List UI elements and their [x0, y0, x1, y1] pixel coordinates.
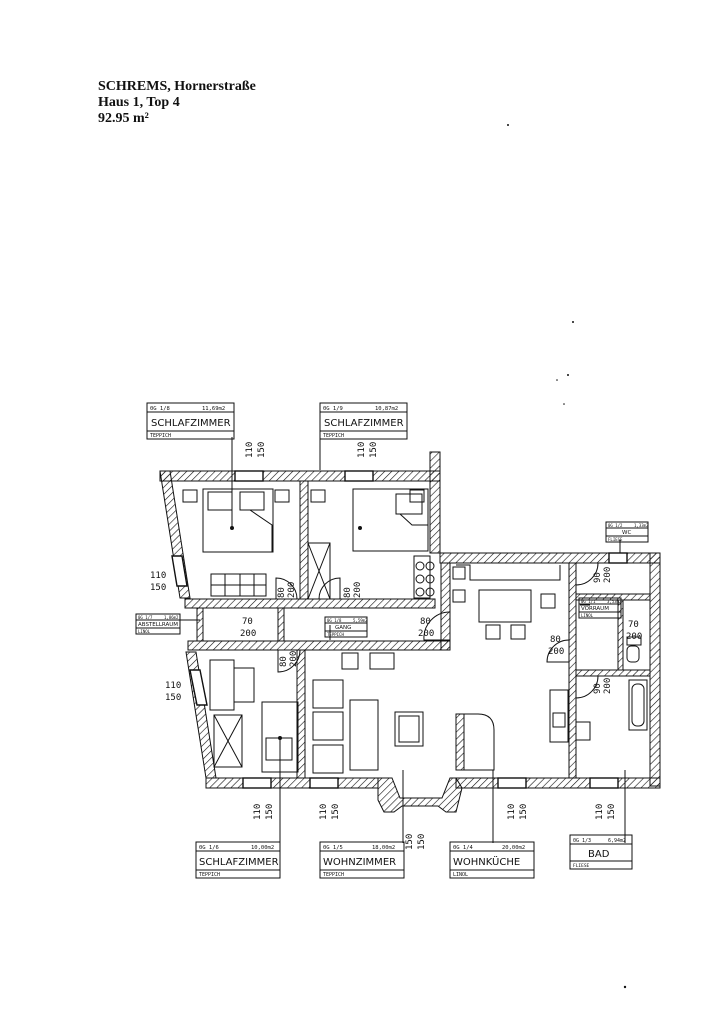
dim-90: 90 — [593, 572, 603, 583]
room-code: 0G 1/8 — [150, 406, 170, 412]
room-label-wohnkueche: 0G 1/4 20,00m2 WOHNKÜCHE LINOL — [449, 841, 535, 879]
dim-200: 200 — [289, 651, 299, 667]
room-floor: TEPPICH — [327, 632, 344, 637]
dim-110: 110 — [165, 681, 181, 691]
dim-150: 150 — [519, 804, 529, 820]
room-label-gang: 0G 1/8 5,59m2 GANG TEPPICH — [324, 616, 368, 638]
door-swings — [275, 562, 599, 699]
room-floor: LINOL — [581, 613, 594, 618]
room-area: 3,53m2 — [607, 599, 622, 604]
room-code: 0G 1/5 — [323, 845, 343, 851]
room-code: 0G 1/9 — [323, 406, 343, 412]
room-area: 6,94m2 — [608, 838, 626, 844]
room-floor: TEPPICH — [323, 872, 344, 878]
room-code: 0G 1/2 — [608, 523, 623, 528]
room-code: 0G 1/4 — [453, 845, 474, 851]
room-area: 10,87m2 — [375, 406, 398, 412]
address-line: SCHREMS, Hornerstraße — [98, 79, 256, 94]
room-area: 18,00m2 — [372, 845, 395, 851]
room-area: 11,69m2 — [202, 406, 225, 412]
room-label-schlafzimmer-1-6: 0G 1/6 10,00m2 SCHLAFZIMMER TEPPICH — [195, 841, 281, 879]
exterior-walls — [159, 451, 661, 813]
room-area: 1,86m2 — [164, 615, 179, 620]
dim-110: 110 — [595, 804, 605, 820]
room-name: VORRAUM — [581, 606, 609, 612]
room-code: 0G 1/3 — [573, 838, 591, 844]
room-label-vorraum: 0G 1/1 3,53m2 VORRAUM LINOL — [578, 597, 622, 619]
room-code: 0G 1/6 — [199, 845, 219, 851]
dim-110: 110 — [319, 804, 329, 820]
room-name: ABSTELLRAUM — [138, 622, 178, 628]
room-label-bad: 0G 1/3 6,94m2 BAD FLIESE — [569, 834, 633, 870]
room-name: BAD — [588, 849, 610, 860]
dim-110: 110 — [245, 442, 255, 458]
unit-line: Haus 1, Top 4 — [98, 95, 180, 110]
room-label-wc: 0G 1/2 1,33m2 WC FLIESE — [605, 521, 649, 543]
room-floor: FLIESE — [573, 863, 590, 869]
dim-200: 200 — [353, 582, 363, 598]
room-floor: TEPPICH — [150, 433, 171, 439]
dim-70: 70 — [242, 617, 253, 627]
room-floor: LINOL — [453, 872, 468, 878]
dim-110: 110 — [357, 442, 367, 458]
dim-80: 80 — [550, 635, 561, 645]
room-name: SCHLAFZIMMER — [199, 857, 279, 868]
dim-200: 200 — [548, 647, 564, 657]
room-name: WOHNZIMMER — [323, 857, 396, 868]
room-floor: TEPPICH — [199, 872, 220, 878]
dim-200: 200 — [418, 629, 434, 639]
dim-80: 80 — [277, 587, 287, 598]
dim-80: 80 — [279, 656, 289, 667]
room-area: 5,59m2 — [353, 618, 368, 623]
dim-150: 150 — [265, 804, 275, 820]
dim-80: 80 — [343, 587, 353, 598]
room-area: 1,33m2 — [634, 523, 649, 528]
dim-200: 200 — [240, 629, 256, 639]
room-code: 0G 1/1 — [581, 599, 596, 604]
dim-150: 150 — [165, 693, 181, 703]
room-name: GANG — [335, 625, 351, 631]
room-floor: TEPPICH — [323, 433, 344, 439]
room-area: 20,00m2 — [502, 845, 525, 851]
room-floor: FLIESE — [608, 537, 623, 542]
scan-specks — [507, 124, 627, 989]
room-code: 0G 1/8 — [327, 618, 342, 623]
room-label-abstellraum: 0G 1/7 1,86m2 ABSTELLRAUM LINOL — [135, 613, 181, 635]
dim-150: 150 — [331, 804, 341, 820]
room-code: 0G 1/7 — [138, 615, 153, 620]
dim-150: 150 — [257, 442, 267, 458]
dimensions: 110 150 110 150 110 150 110 150 80 200 8… — [150, 442, 642, 850]
furniture — [182, 488, 648, 774]
room-name: SCHLAFZIMMER — [324, 418, 404, 429]
windows — [171, 470, 628, 789]
room-name: WC — [622, 530, 631, 536]
room-area: 10,00m2 — [251, 845, 274, 851]
dim-110: 110 — [253, 804, 263, 820]
room-label-schlafzimmer-1-9: 0G 1/9 10,87m2 SCHLAFZIMMER TEPPICH — [319, 402, 408, 440]
dim-200: 200 — [603, 678, 613, 694]
dim-70: 70 — [628, 620, 639, 630]
dim-90: 90 — [593, 683, 603, 694]
room-label-wohnzimmer: 0G 1/5 18,00m2 WOHNZIMMER TEPPICH — [319, 841, 405, 879]
dim-80: 80 — [420, 617, 431, 627]
dim-150: 150 — [417, 834, 427, 850]
room-name: SCHLAFZIMMER — [151, 418, 231, 429]
room-name: WOHNKÜCHE — [453, 855, 520, 868]
area-line: 92.95 m² — [98, 111, 149, 126]
dim-150: 150 — [405, 834, 415, 850]
dim-110: 110 — [150, 571, 166, 581]
plan-header: SCHREMS, Hornerstraße Haus 1, Top 4 92.9… — [98, 79, 256, 127]
room-label-schlafzimmer-1-8: 0G 1/8 11,69m2 SCHLAFZIMMER TEPPICH — [146, 402, 235, 440]
dim-200: 200 — [626, 632, 642, 642]
room-floor: LINOL — [138, 629, 151, 634]
dim-200: 200 — [603, 567, 613, 583]
dim-150: 150 — [607, 804, 617, 820]
dim-150: 150 — [369, 442, 379, 458]
dim-110: 110 — [507, 804, 517, 820]
dim-150: 150 — [150, 583, 166, 593]
dim-200: 200 — [287, 582, 297, 598]
